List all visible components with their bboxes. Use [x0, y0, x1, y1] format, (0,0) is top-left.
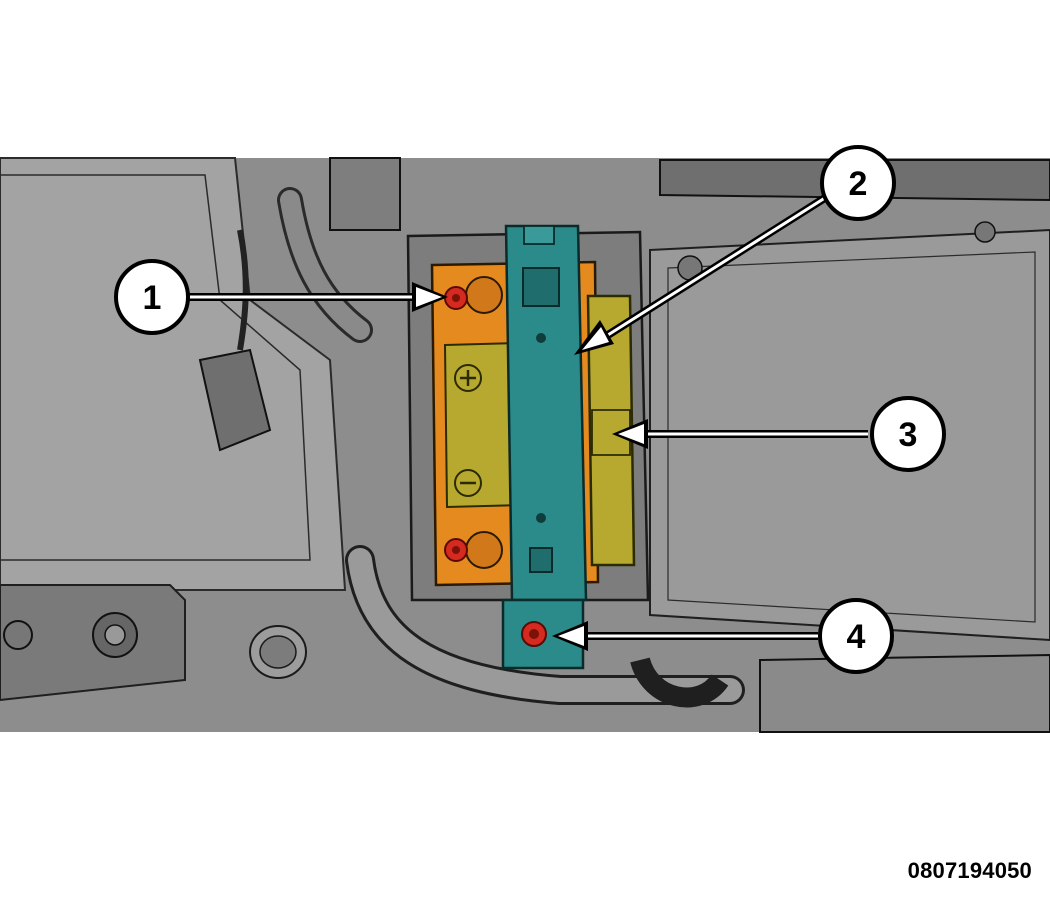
lower-hose-loop — [630, 656, 729, 708]
lower-left-bracket — [0, 584, 186, 702]
callout-circle-2 — [820, 145, 896, 221]
lower-right-box — [759, 653, 1050, 733]
callout-1: 1 — [114, 259, 190, 335]
bracket-slot-top — [522, 267, 560, 307]
positive-terminal-nut-center — [452, 294, 460, 302]
bracket-hole-1 — [536, 333, 546, 343]
arrowhead-4-inner — [558, 626, 584, 646]
bracket-hole-2 — [536, 513, 546, 523]
arrowhead-2-inner — [582, 327, 609, 350]
callout-circle-3 — [870, 396, 946, 472]
callout-circle-1 — [114, 259, 190, 335]
figure-id: 0807194050 — [907, 858, 1032, 883]
negative-terminal-cover — [465, 531, 503, 569]
plus-terminal-icon — [454, 364, 482, 392]
side-hold-down — [586, 294, 636, 567]
fender-contour — [0, 174, 311, 561]
right-cover-contour — [667, 251, 1036, 623]
callout-circle-4 — [818, 598, 894, 674]
bracket-nut-center — [104, 624, 126, 646]
callout-3: 3 — [870, 396, 946, 472]
lower-hose-fill — [348, 548, 742, 702]
bolt-icon — [444, 286, 547, 647]
leader-line-2-inner — [599, 194, 829, 342]
upper-hose-fitting — [329, 157, 401, 231]
side-hold-down-body — [586, 294, 636, 567]
callout-label-1: 1 — [143, 279, 162, 317]
bracket-slot-bottom — [529, 547, 553, 573]
upper-hose-fill — [280, 190, 370, 340]
battery-hold-down-bracket — [501, 224, 588, 670]
callout-2: 2 — [820, 145, 896, 221]
cover-fastener-2 — [974, 221, 996, 243]
callout-label-3: 3 — [899, 416, 918, 454]
negative-terminal-nut-center — [452, 546, 460, 554]
callout-label-2: 2 — [849, 165, 868, 203]
leader-arrows — [188, 192, 868, 651]
bracket-stud — [3, 620, 33, 650]
wire-connector — [198, 348, 272, 452]
fender-panel — [0, 157, 347, 591]
arrowhead-3-inner — [618, 424, 644, 444]
positive-terminal-cover — [465, 276, 503, 314]
bracket-hook — [523, 225, 555, 245]
minus-terminal-icon — [454, 469, 482, 497]
callout-label-4: 4 — [847, 618, 866, 656]
bracket-nut-red-center — [529, 629, 539, 639]
side-hold-down-rib — [591, 409, 631, 456]
grommet-inner — [259, 635, 297, 669]
arrowhead-1-inner — [416, 287, 442, 307]
callout-4: 4 — [818, 598, 894, 674]
